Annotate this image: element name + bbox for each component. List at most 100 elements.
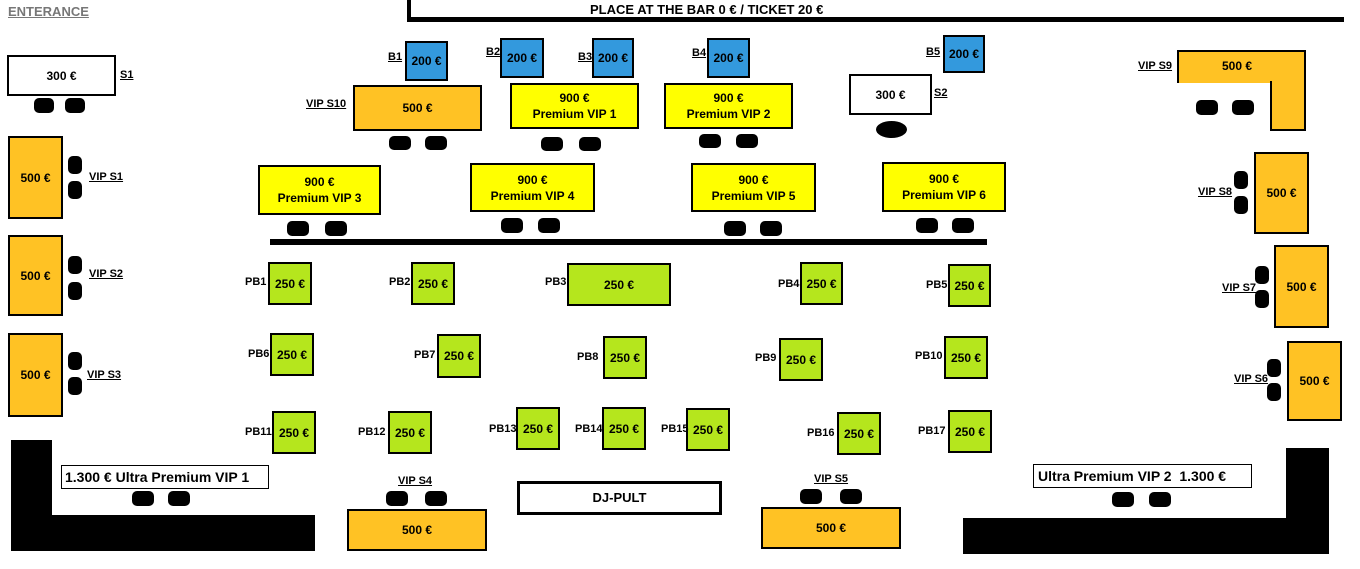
table-premium-vip-6-price: 900 €	[928, 172, 960, 186]
table-vip-s7[interactable]: 500 €	[1274, 245, 1329, 328]
table-pb13-price: 250 €	[522, 421, 554, 436]
seat	[325, 221, 347, 236]
table-premium-vip-5[interactable]: 900 € Premium VIP 5	[691, 163, 816, 212]
table-pb12[interactable]: 250 €	[388, 411, 432, 454]
ultra-premium-vip-2-label[interactable]: Ultra Premium VIP 2 1.300 €	[1033, 464, 1252, 488]
table-premium-vip-4-price: 900 €	[517, 172, 548, 187]
table-vip-s6-label: VIP S6	[1234, 373, 1269, 385]
table-vip-s9-price: 500 €	[1222, 59, 1253, 73]
seat	[736, 134, 758, 148]
table-pb6-price: 250 €	[276, 347, 308, 362]
seat	[68, 181, 82, 199]
seat	[541, 137, 563, 151]
table-b4[interactable]: 200 €	[707, 38, 750, 78]
table-pb17[interactable]: 250 €	[948, 410, 992, 453]
table-b1-label: B1	[388, 51, 403, 63]
table-s2[interactable]: 300 €	[849, 74, 932, 115]
table-vip-s2[interactable]: 500 €	[8, 235, 63, 316]
table-vip-s5[interactable]: 500 €	[761, 507, 901, 549]
ultra-premium-vip-1-label[interactable]: 1.300 € Ultra Premium VIP 1	[61, 465, 269, 489]
table-premium-vip-4[interactable]: 900 € Premium VIP 4	[470, 163, 595, 212]
table-vip-s3-price: 500 €	[20, 368, 51, 382]
seat	[1234, 171, 1248, 189]
table-premium-vip-6[interactable]: 900 € Premium VIP 6	[882, 162, 1006, 212]
seat	[1149, 492, 1171, 507]
divider-line	[270, 239, 987, 245]
seat	[68, 156, 82, 174]
table-vip-s10[interactable]: 500 €	[353, 85, 482, 131]
seat	[1196, 100, 1218, 115]
table-pb3[interactable]: 250 €	[567, 263, 671, 306]
table-vip-s8[interactable]: 500 €	[1254, 152, 1309, 234]
table-pb6[interactable]: 250 €	[270, 333, 314, 376]
table-pb8-price: 250 €	[609, 350, 641, 365]
seat	[68, 352, 82, 370]
table-vip-s4-label: VIP S4	[398, 475, 433, 487]
seat	[1267, 359, 1281, 377]
seat	[760, 221, 782, 236]
table-pb13[interactable]: 250 €	[516, 407, 560, 450]
table-vip-s7-label: VIP S7	[1222, 282, 1257, 294]
seat	[34, 98, 54, 113]
table-b5[interactable]: 200 €	[943, 35, 985, 73]
seat	[501, 218, 523, 233]
table-vip-s9[interactable]	[1177, 50, 1306, 83]
table-pb16[interactable]: 250 €	[837, 412, 881, 455]
table-premium-vip-1-name: Premium VIP 1	[532, 107, 617, 121]
table-vip-s3[interactable]: 500 €	[8, 333, 63, 417]
table-pb2[interactable]: 250 €	[411, 262, 455, 305]
table-vip-s1-label: VIP S1	[89, 171, 124, 183]
table-vip-s1-price: 500 €	[20, 170, 51, 185]
dj-pult-label: DJ-PULT	[592, 490, 647, 505]
table-pb4-label: PB4	[778, 278, 800, 290]
table-premium-vip-2-name: Premium VIP 2	[686, 107, 771, 121]
table-pb3-label: PB3	[545, 276, 567, 288]
seat	[68, 282, 82, 300]
table-vip-s1[interactable]: 500 €	[8, 136, 63, 219]
table-pb10-label: PB10	[915, 350, 943, 362]
table-b1-price: 200 €	[411, 54, 442, 68]
table-pb10[interactable]: 250 €	[944, 336, 988, 379]
table-b3-label: B3	[578, 51, 593, 63]
table-premium-vip-3-name: Premium VIP 3	[277, 191, 362, 205]
ultra-premium-vip-2-sofa-base	[963, 518, 1329, 554]
table-pb15[interactable]: 250 €	[686, 408, 730, 451]
seat	[800, 489, 822, 504]
table-pb9[interactable]: 250 €	[779, 338, 823, 381]
table-vip-s4[interactable]: 500 €	[347, 509, 487, 551]
seat	[68, 377, 82, 395]
table-vip-s10-label: VIP S10	[306, 98, 347, 110]
table-premium-vip-2[interactable]: 900 € Premium VIP 2	[664, 83, 793, 129]
table-b1[interactable]: 200 €	[405, 41, 448, 81]
table-premium-vip-3[interactable]: 900 € Premium VIP 3	[258, 165, 381, 215]
table-pb9-price: 250 €	[785, 352, 817, 367]
table-premium-vip-5-price: 900 €	[738, 172, 769, 187]
table-vip-s8-label: VIP S8	[1198, 186, 1233, 198]
table-b3-price: 200 €	[597, 51, 629, 65]
table-pb10-price: 250 €	[950, 350, 982, 365]
table-premium-vip-1[interactable]: 900 € Premium VIP 1	[510, 83, 639, 129]
table-pb11[interactable]: 250 €	[272, 411, 316, 454]
table-s1-price: 300 €	[46, 68, 77, 83]
table-pb8[interactable]: 250 €	[603, 336, 647, 379]
table-pb2-label: PB2	[389, 276, 411, 288]
table-b2[interactable]: 200 €	[500, 38, 544, 78]
table-b5-price: 200 €	[948, 47, 980, 61]
table-vip-s6[interactable]: 500 €	[1287, 341, 1342, 421]
table-pb14[interactable]: 250 €	[602, 407, 646, 450]
table-pb4[interactable]: 250 €	[800, 262, 843, 305]
table-pb12-price: 250 €	[394, 425, 426, 440]
table-b3[interactable]: 200 €	[592, 38, 634, 78]
table-pb1-label: PB1	[245, 276, 267, 288]
table-pb14-label: PB14	[575, 423, 603, 435]
table-pb7[interactable]: 250 €	[437, 334, 481, 378]
table-s1[interactable]: 300 €	[7, 55, 116, 96]
seat	[168, 491, 190, 506]
table-b2-label: B2	[486, 46, 501, 58]
table-pb1[interactable]: 250 €	[268, 262, 312, 305]
table-pb3-price: 250 €	[603, 277, 635, 292]
table-pb12-label: PB12	[358, 426, 386, 438]
seat	[386, 491, 408, 506]
seat	[425, 491, 447, 506]
table-pb5[interactable]: 250 €	[948, 264, 991, 307]
